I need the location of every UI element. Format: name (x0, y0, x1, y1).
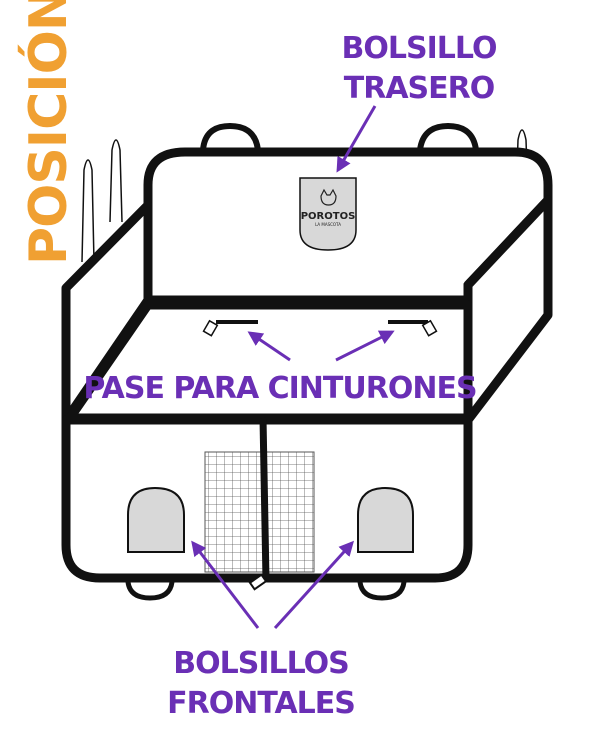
arrow-back-pocket (336, 105, 377, 173)
bottom-tab-right (357, 581, 407, 601)
anchor-straps-left (81, 139, 123, 263)
arrow-front-pocket-left (191, 540, 260, 629)
label-front-pockets-line1: BOLSILLOS (173, 646, 349, 681)
arrow-belt-right (335, 330, 395, 362)
center-zipper (259, 417, 270, 581)
headrest-tab-left (200, 122, 261, 151)
label-back-pocket-line2: TRASERO (344, 71, 495, 106)
brand-logo: POROTOS LA MASCOTA (301, 188, 356, 227)
zipper-pull (248, 573, 268, 591)
back-pocket (299, 177, 357, 251)
bottom-tab-left (125, 581, 175, 601)
logo-tagline: LA MASCOTA (315, 222, 341, 227)
front-pocket-left (127, 486, 185, 553)
position-title: POSICIÓN 4 (17, 0, 79, 265)
belt-pass-right (388, 319, 438, 337)
headrest-tab-right (417, 122, 479, 151)
logo-brand: POROTOS (301, 211, 356, 222)
dog-head-icon (320, 188, 337, 206)
label-back-pocket-line1: BOLSILLO (342, 31, 497, 66)
arrow-belt-left (247, 331, 291, 362)
front-pocket-right (357, 486, 414, 553)
label-belt-pass: PASE PARA CINTURONES (83, 371, 476, 406)
belt-pass-left (202, 319, 258, 337)
label-front-pockets-line2: FRONTALES (167, 686, 355, 721)
arrow-front-pocket-right (273, 540, 355, 630)
mesh-pocket (204, 451, 315, 573)
